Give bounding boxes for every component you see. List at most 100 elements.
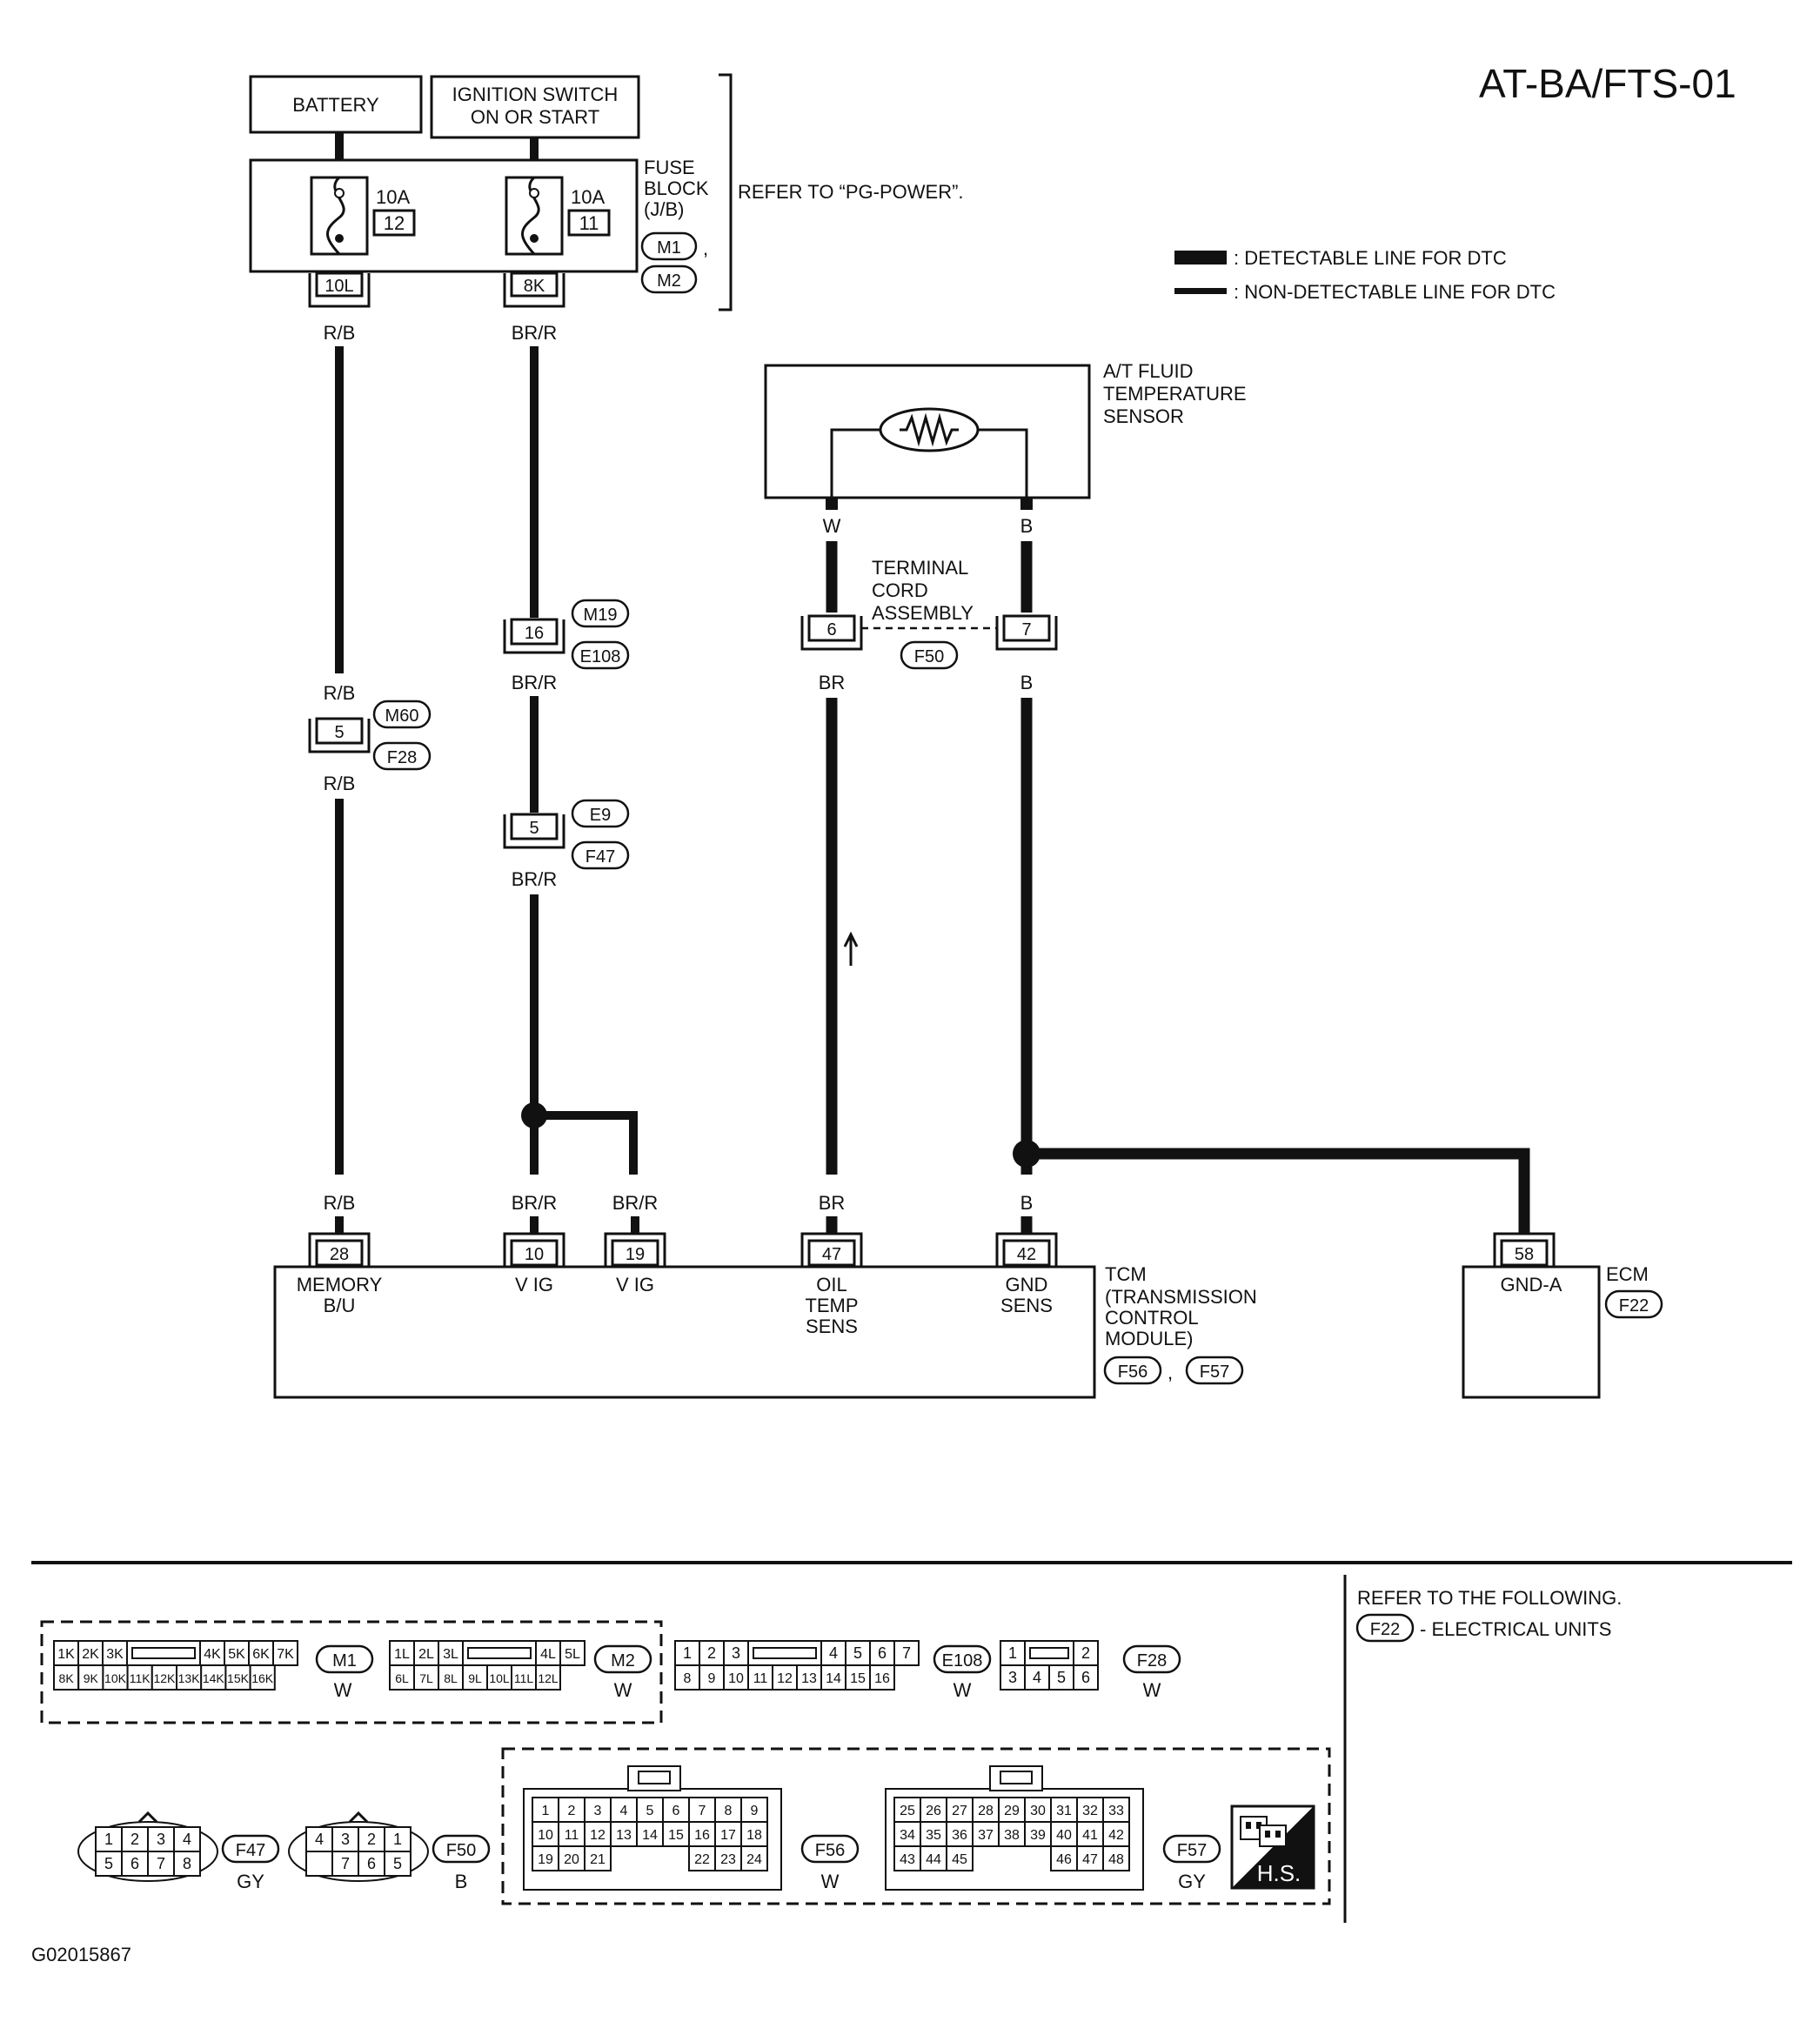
connector-tag-f47 (571, 840, 630, 870)
face-f57-r1-pin-label: 26 (926, 1804, 941, 1818)
joint-m60-terminal: 5 (334, 723, 344, 742)
face-f28-r1-cell (1000, 1640, 1026, 1666)
wire-color-b-1: B (1020, 515, 1034, 537)
face-tag-m2 (593, 1644, 652, 1674)
face-f28-r2-pin-label: 6 (1081, 1669, 1090, 1686)
face-f47-r1-pin-label: 1 (104, 1831, 113, 1848)
connector-tag-e9 (571, 799, 630, 828)
face-f56-r2-cell (610, 1821, 638, 1847)
face-f57-r1-cell (893, 1797, 921, 1823)
face-f57-r2-pin-label: 38 (1004, 1828, 1020, 1843)
wire-color-w: W (823, 515, 841, 537)
terminal-cord-connector-7 (995, 614, 1058, 651)
signal-direction-arrow-icon (843, 931, 859, 966)
face-f50-r2-cell (358, 1851, 385, 1877)
face-e108-r2-pin-label: 13 (801, 1671, 817, 1686)
face-f56-r2-pin-label: 11 (565, 1828, 579, 1843)
face-f56-r2-pin-label: 10 (538, 1828, 553, 1843)
face-f56-r1-cell (714, 1797, 742, 1823)
tcm-title-4: MODULE) (1105, 1328, 1193, 1349)
face-m1-r1-pin-label: 2K (82, 1647, 99, 1662)
face-f47-r2-cell (121, 1851, 149, 1877)
connector-tag-m60 (372, 700, 432, 729)
sensor-lead-left (830, 428, 882, 498)
tcm-terminal-28-text: 28 (330, 1245, 349, 1264)
tcm-title-2: (TRANSMISSION (1105, 1286, 1257, 1308)
fuse-rating-11: 10A (571, 186, 605, 208)
face-e108-r1-pin-label: 3 (732, 1644, 740, 1662)
face-f57-r2-pin-label: 40 (1056, 1828, 1072, 1843)
face-m2-r1-pin-label: 5L (565, 1647, 580, 1662)
face-f56-r3b-pin-label: 23 (720, 1852, 736, 1867)
connector-tag-m1-text: M1 (657, 238, 681, 258)
tcm-pin-memory-1: MEMORY (297, 1274, 383, 1296)
face-m2-r1-pin-label: 3L (443, 1647, 458, 1662)
face-m1-r2-pin-label: 11K (130, 1671, 151, 1685)
connector-tag-f22-ref-text: F22 (1370, 1620, 1400, 1639)
face-f57-r3b-pin-label: 47 (1082, 1852, 1098, 1867)
face-color-f47: GY (237, 1871, 264, 1892)
face-f56-r2-cell (662, 1821, 690, 1847)
face-m2-r1-cell (559, 1640, 585, 1666)
face-f57-r3a-cell (946, 1845, 974, 1871)
terminal-cord-label-3: ASSEMBLY (872, 602, 974, 624)
face-f47-r2-pin-label: 5 (104, 1855, 113, 1872)
wire-color-brr-5: BR/R (612, 1192, 659, 1214)
face-f57-r3b-pin-label: 46 (1056, 1852, 1072, 1867)
tcm-terminal-19-text: 19 (626, 1245, 645, 1264)
sensor-label-3: SENSOR (1103, 405, 1184, 427)
terminal-8k (503, 271, 565, 308)
sensor-lead-right (978, 428, 1028, 498)
face-e108-r1-pin-label: 1 (683, 1644, 692, 1662)
tcm-pin-oil-3: SENS (806, 1316, 858, 1337)
face-f57-r3a-pin-label: 44 (926, 1852, 941, 1867)
thermistor-icon (879, 407, 980, 452)
face-f56-r1-pin-label: 4 (620, 1804, 628, 1818)
face-f57-r3b-pin-label: 48 (1108, 1852, 1124, 1867)
connector-tag-f50-text: F50 (914, 647, 944, 666)
terminal-8k-text: 8K (524, 277, 545, 296)
face-e108-r1-cell (869, 1640, 895, 1666)
face-f57-r3b-cell (1050, 1845, 1078, 1871)
sensor-label-1: A/T FLUID (1103, 360, 1194, 382)
face-f56-r2-pin-label: 17 (720, 1828, 736, 1843)
face-f56-r1-pin-label: 2 (568, 1804, 576, 1818)
face-tag-f28 (1122, 1644, 1181, 1674)
fuse-block-label-2: BLOCK (644, 177, 709, 199)
ecm-title: ECM (1606, 1263, 1649, 1285)
face-f57-r1-pin-label: 29 (1004, 1804, 1020, 1818)
face-f47-r2-pin-label: 6 (130, 1855, 139, 1872)
fuse-rating-12: 10A (376, 186, 410, 208)
face-m2-r2-pin-label: 8L (444, 1671, 458, 1685)
face-f57-r1-pin-label: 30 (1030, 1804, 1046, 1818)
wire-color-b-2: B (1020, 672, 1034, 693)
face-f56-r3b-cell (714, 1845, 742, 1871)
tcm-pin-oil-2: TEMP (805, 1295, 858, 1316)
face-m1-r1-pin-label: 5K (228, 1647, 245, 1662)
face-tag-m1-text: M1 (332, 1651, 357, 1670)
face-f28-r2-pin-label: 4 (1033, 1669, 1041, 1686)
tcm-box (273, 1265, 1096, 1399)
ignition-label-2: ON OR START (471, 106, 599, 128)
face-tag-f56 (800, 1834, 860, 1864)
terminal-cord-pin-7: 7 (1021, 620, 1031, 639)
face-f56-r1-pin-label: 3 (594, 1804, 602, 1818)
fuse-11 (505, 176, 564, 256)
face-m2-r2-pin-label: 12L (538, 1671, 559, 1685)
tcm-terminal-47-text: 47 (822, 1245, 841, 1264)
connector-tag-m2-text: M2 (657, 271, 681, 291)
face-e108-r1-cell (699, 1640, 725, 1666)
wire-color-br-1: BR (819, 672, 846, 693)
face-e108-r1-pin-label: 7 (902, 1644, 911, 1662)
face-f56-r1-pin-label: 1 (542, 1804, 550, 1818)
connector-tag-f56 (1103, 1356, 1162, 1385)
face-e108-r2-cell (820, 1664, 846, 1691)
joint-connector-e9-f47 (503, 813, 565, 849)
tcm-pin-oil-1: OIL (816, 1274, 846, 1296)
legend-detectable-text: : DETECTABLE LINE FOR DTC (1234, 247, 1507, 269)
face-tag-f47-text: F47 (236, 1841, 265, 1860)
battery-label: BATTERY (292, 94, 379, 116)
face-tag-f47 (221, 1834, 280, 1864)
tcm-conn-separator: , (1168, 1362, 1173, 1383)
